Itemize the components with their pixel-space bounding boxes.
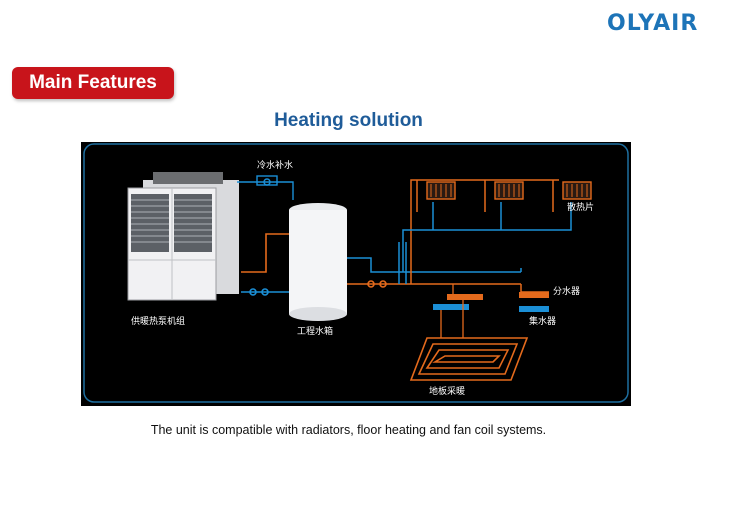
radiator-supply-pipes <box>410 179 559 284</box>
radiator <box>562 181 592 200</box>
section-badge-label: Main Features <box>29 72 157 93</box>
heat-pump-unit <box>127 172 239 301</box>
section-badge: Main Features <box>12 67 174 99</box>
diagram-frame <box>83 143 629 403</box>
collector-label: 集水器 <box>529 315 556 327</box>
makeup-water-pipe <box>237 175 294 200</box>
heating-system-diagram: 供暖热泵机组 冷水补水 工程水箱 <box>81 142 631 406</box>
manifold-links <box>440 284 464 338</box>
distributor-manifold <box>447 284 549 300</box>
brand-logo-text: OLYAIR <box>607 10 699 36</box>
floor-heating-coil <box>409 337 529 381</box>
page-title: Heating solution <box>274 110 423 131</box>
collector-manifold <box>433 268 549 312</box>
radiator-label: 散热片 <box>567 201 594 213</box>
radiator <box>494 181 524 200</box>
distributor-label: 分水器 <box>553 285 580 297</box>
hot-water-supply-pipe <box>241 233 289 273</box>
water-tank-label: 工程水箱 <box>297 325 333 337</box>
tank-outlet-pipe <box>347 280 521 288</box>
floor-heating-label: 地板采暖 <box>429 385 465 397</box>
tank-return-pipe <box>347 242 521 284</box>
makeup-water-label: 冷水补水 <box>257 159 293 171</box>
water-tank <box>289 203 347 321</box>
diagram-canvas: 供暖热泵机组 冷水补水 工程水箱 <box>83 143 629 403</box>
brand-logo: OLYAIR <box>607 8 729 38</box>
heat-pump-label: 供暖热泵机组 <box>131 315 185 327</box>
caption: The unit is compatible with radiators, f… <box>150 423 547 437</box>
return-water-pipe <box>241 288 289 296</box>
radiator <box>426 181 456 200</box>
radiator-return-pipes <box>402 202 572 272</box>
